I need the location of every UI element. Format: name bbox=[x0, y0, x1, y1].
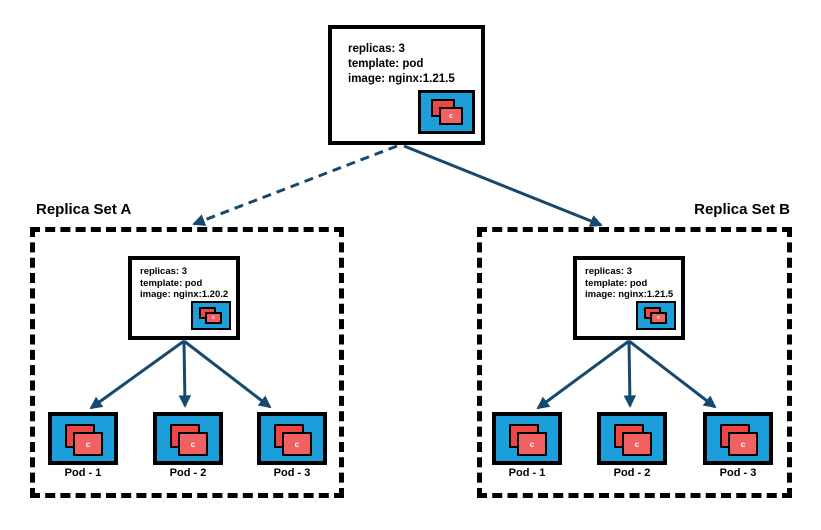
spec-line-replicas: replicas: 3 bbox=[140, 266, 187, 277]
spec-line-image: image: nginx:1.21.5 bbox=[348, 73, 455, 85]
deployment-spec-box: replicas: 3 template: pod image: nginx:1… bbox=[328, 25, 485, 145]
replicaset-b-spec-text: replicas: 3 template: pod image: nginx:1… bbox=[577, 260, 681, 301]
container-front-icon: c bbox=[439, 107, 463, 125]
replicaset-b-pod-3: c Pod - 3 bbox=[703, 412, 773, 479]
container-front-icon: c bbox=[622, 432, 652, 456]
pod-label: Pod - 2 bbox=[613, 467, 651, 479]
container-stack-icon: c bbox=[191, 301, 231, 330]
container-front-icon: c bbox=[205, 312, 222, 324]
spec-line-template: template: pod bbox=[585, 277, 648, 289]
pod-box: c bbox=[153, 412, 223, 465]
deployment-to-replicaset-a-dashed-arrow bbox=[192, 144, 398, 227]
replicaset-b-pod-2: c Pod - 2 bbox=[597, 412, 667, 479]
spec-line-replicas: replicas: 3 bbox=[348, 43, 405, 55]
spec-line-template: template: pod bbox=[348, 58, 424, 70]
pod-label: Pod - 2 bbox=[169, 467, 207, 479]
container-front-icon: c bbox=[178, 432, 208, 456]
container-front-icon: c bbox=[728, 432, 758, 456]
pod-box: c bbox=[48, 412, 118, 465]
pod-label: Pod - 3 bbox=[273, 467, 311, 479]
spec-line-image: image: nginx:1.21.5 bbox=[585, 289, 674, 300]
deployment-spec-text: replicas: 3 template: pod image: nginx:1… bbox=[332, 29, 481, 87]
replicaset-a-spec-text: replicas: 3 template: pod image: nginx:1… bbox=[132, 260, 236, 301]
container-front-icon: c bbox=[517, 432, 547, 456]
replicaset-a-pod-3: c Pod - 3 bbox=[257, 412, 327, 479]
pod-box: c bbox=[492, 412, 562, 465]
container-front-icon: c bbox=[73, 432, 103, 456]
pod-box: c bbox=[257, 412, 327, 465]
deployment-to-replicaset-b-arrow bbox=[403, 144, 603, 227]
spec-line-replicas: replicas: 3 bbox=[585, 266, 632, 277]
pod-label: Pod - 1 bbox=[64, 467, 102, 479]
replicaset-a-label: Replica Set A bbox=[36, 201, 132, 218]
replicaset-a-pod-1: c Pod - 1 bbox=[48, 412, 118, 479]
container-front-icon: c bbox=[282, 432, 312, 456]
pod-box: c bbox=[597, 412, 667, 465]
replicaset-b-spec-box: replicas: 3 template: pod image: nginx:1… bbox=[573, 256, 685, 340]
replicaset-a-boundary bbox=[30, 227, 344, 498]
container-front-icon: c bbox=[650, 312, 667, 324]
container-stack-icon: c bbox=[418, 90, 475, 134]
replicaset-b-boundary bbox=[477, 227, 792, 498]
replicaset-a-spec-box: replicas: 3 template: pod image: nginx:1… bbox=[128, 256, 240, 340]
replicaset-a-pod-2: c Pod - 2 bbox=[153, 412, 223, 479]
spec-line-image: image: nginx:1.20.2 bbox=[140, 289, 229, 300]
replicaset-b-label: Replica Set B bbox=[694, 201, 790, 218]
spec-line-template: template: pod bbox=[140, 277, 203, 289]
pod-box: c bbox=[703, 412, 773, 465]
pod-label: Pod - 3 bbox=[719, 467, 757, 479]
pod-label: Pod - 1 bbox=[508, 467, 546, 479]
container-stack-icon: c bbox=[636, 301, 676, 330]
replicaset-b-pod-1: c Pod - 1 bbox=[492, 412, 562, 479]
